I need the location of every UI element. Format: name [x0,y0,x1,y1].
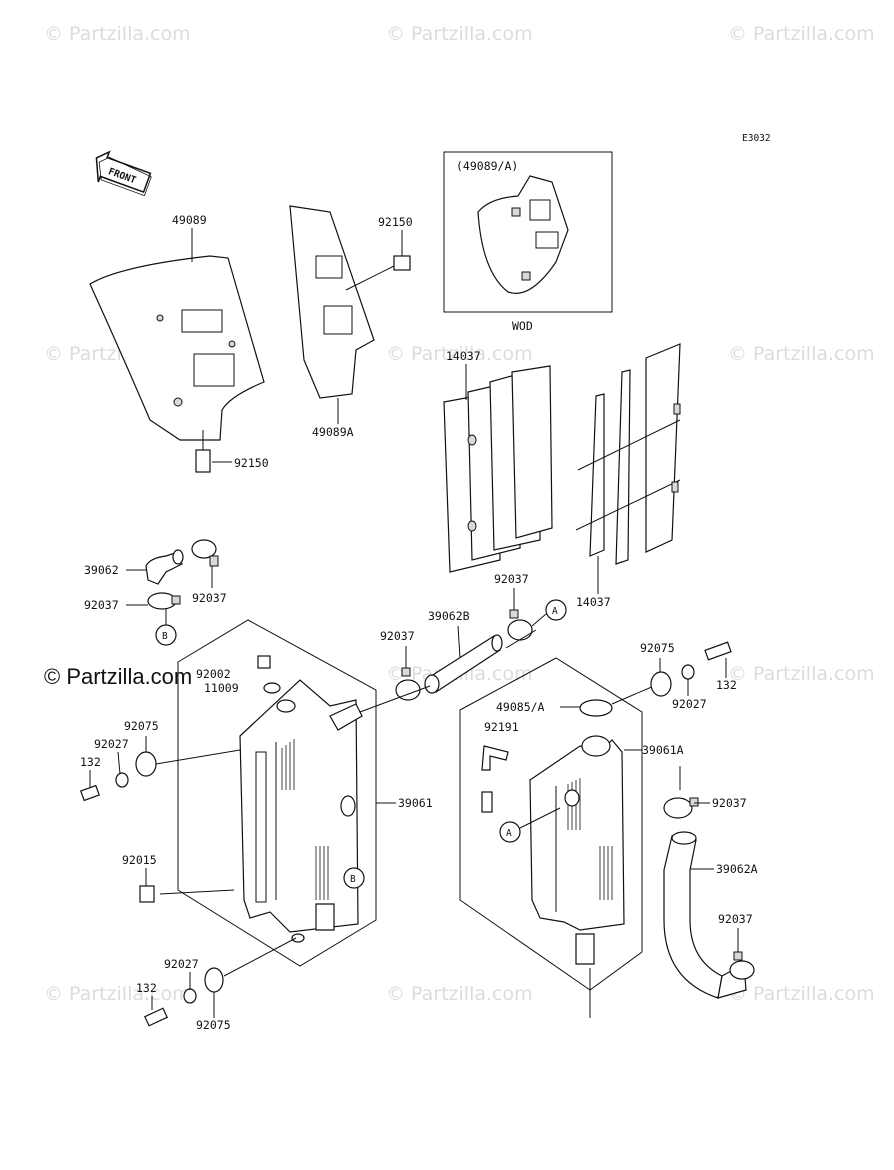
hose-clamp-92037-f [729,951,755,980]
watermark: © Partzilla.com [386,983,533,1005]
callout-92075-a: 92075 [124,719,159,733]
callout-39062B: 39062B [428,609,470,623]
radiator-shroud-left [89,255,265,441]
collar-92027-b [183,988,197,1004]
clip-92015 [139,885,155,903]
front-arrow-icon: FRONT [95,150,152,197]
callout-92037-b: 92037 [84,598,119,612]
callout-92027-a: 92027 [94,737,129,751]
callout-39062A: 39062A [716,862,758,876]
callout-92027-c: 92027 [672,697,707,711]
watermark: © Partzilla.com [728,343,875,365]
callout-132-b: 132 [136,981,157,995]
watermark: © Partzilla.com [728,23,875,45]
grommet-92075-c [650,671,672,697]
radiator-39061A [459,657,643,1018]
partzilla-watermark-main: © Partzilla.com [44,664,192,689]
watermark: © Partzilla.com [728,983,875,1005]
callout-92075-c: 92075 [640,641,675,655]
callout-49085A: 49085/A [496,700,545,714]
ref-a-circle-radiator [499,821,521,843]
radiator-louver-14037-a [443,365,553,573]
drain-bolt-92002 [257,655,271,669]
washer-11009 [263,682,281,694]
hose-clamp-92037-c [507,609,533,641]
callout-14037-a: 14037 [446,349,481,363]
callout-92027-b: 92027 [164,957,199,971]
callout-11009: 11009 [204,681,239,695]
bolt-132-b [144,1007,168,1027]
bolt-132-c [704,641,732,661]
callout-92037-c: 92037 [494,572,529,586]
callout-92015: 92015 [122,853,157,867]
hose-clamp-92037-a [191,539,219,567]
callout-39061A: 39061A [642,743,684,757]
callout-92075-b: 92075 [196,1018,231,1032]
hose-clamp-92037-e [663,797,699,819]
radiator-39061 [177,619,377,967]
ref-b-circle-radiator [343,867,365,889]
ref-a-circle-top [545,599,567,621]
ref-b-label: B [162,631,168,642]
grommet-92075-b [204,967,224,993]
callout-49089A: 49089A [312,425,354,439]
hose-39062 [145,549,184,585]
bolt-92150-lower [195,430,211,473]
inset-caption: WOD [512,319,533,333]
hose-clamp-92037-b [147,592,181,610]
callout-92191: 92191 [484,720,519,734]
watermark: © Partzilla.com [44,983,191,1005]
callout-132-a: 132 [80,755,101,769]
radiator-shroud-49089A [289,205,375,399]
callout-49089: 49089 [172,213,207,227]
grommet-92075-a [135,751,157,777]
callout-92037-f: 92037 [718,912,753,926]
inset-box: (49089/A) WOD [443,151,613,333]
watermark: © Partzilla.com [728,663,875,685]
diagram-code: E3032 [742,133,771,144]
radiator-louver-14037-b [575,343,681,565]
collar-92027-c [681,664,695,680]
callout-92150-upper: 92150 [378,215,413,229]
callout-92002: 92002 [196,667,231,681]
callout-14037-b: 14037 [576,595,611,609]
inset-title: (49089/A) [456,159,518,173]
callout-92037-a: 92037 [192,591,227,605]
shroud-wod-part [477,175,569,294]
callout-92037-e: 92037 [712,796,747,810]
callout-92150-lower: 92150 [234,456,269,470]
watermark: © Partzilla.com [44,23,191,45]
radiator-fins [281,739,329,900]
collar-92027-a [115,772,129,788]
hose-92191 [481,745,509,813]
callout-39061: 39061 [398,796,433,810]
ref-a-label-radiator: A [506,828,512,839]
watermark: © Partzilla.com [386,343,533,365]
watermark: © Partzilla.com [386,23,533,45]
cap-49085A [579,699,613,717]
bolt-92150-upper [345,255,411,291]
callout-132-c: 132 [716,678,737,692]
hose-39062B [424,634,503,694]
ref-a-label-top: A [552,606,558,617]
ref-b-label-radiator: B [350,874,356,885]
callout-92037-d: 92037 [380,629,415,643]
bolt-132-a [80,784,100,802]
callout-39062: 39062 [84,563,119,577]
